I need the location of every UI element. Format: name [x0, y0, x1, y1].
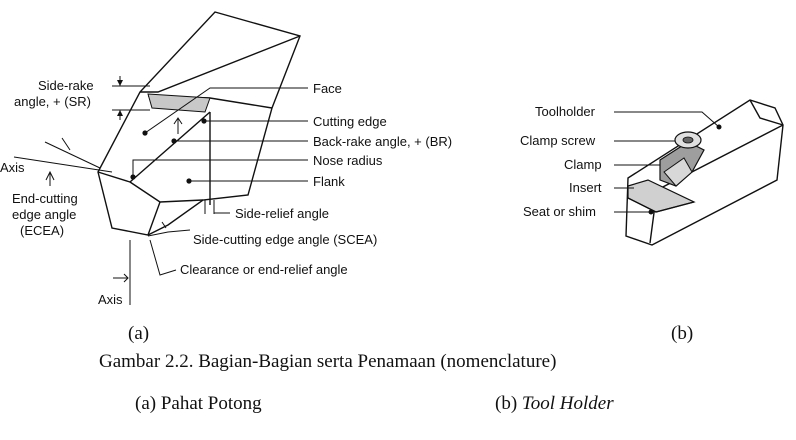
clamp-screw-socket	[682, 136, 694, 144]
end-cutting-label-1: End-cutting	[12, 191, 78, 206]
ecea-arrow	[45, 170, 55, 186]
side-relief-lines	[204, 200, 215, 214]
subcaption-b-italic: Tool Holder	[522, 393, 614, 414]
insert-shape	[627, 179, 696, 213]
clearance-leader	[149, 239, 177, 276]
clamp-label: Clamp	[564, 157, 602, 172]
clearance-label: Clearance or end-relief angle	[180, 262, 348, 277]
side-rake-label-2: angle, + (SR)	[14, 94, 91, 109]
axis-left-label: Axis	[0, 160, 25, 175]
panel-label-b: (b)	[671, 323, 693, 344]
scea-label: Side-cutting edge angle (SCEA)	[193, 232, 377, 247]
axis-bottom-label: Axis	[98, 292, 123, 307]
nose-radius-label: Nose radius	[313, 153, 383, 168]
figure-caption-title: Gambar 2.2. Bagian-Bagian serta Penamaan…	[99, 351, 556, 372]
seat-label: Seat or shim	[523, 204, 596, 219]
side-relief-label: Side-relief angle	[235, 206, 329, 221]
panel-label-a: (a)	[128, 323, 149, 344]
holder-outline	[625, 99, 784, 246]
back-rake-label: Back-rake angle, + (BR)	[313, 134, 452, 149]
subcaption-a: (a) Pahat Potong	[135, 393, 262, 414]
cutting-edge-label: Cutting edge	[313, 114, 387, 129]
tool-holder-diagram: Toolholder Clamp screw Clamp Insert Seat…	[520, 99, 784, 246]
axis-left-line	[13, 156, 113, 173]
end-cutting-label-3: (ECEA)	[20, 223, 64, 238]
cutting-edge-line	[97, 111, 211, 183]
toolholder-leader	[614, 111, 720, 128]
scea-leader	[147, 229, 191, 237]
holder-top-edge	[749, 99, 784, 126]
clamp-screw-label: Clamp screw	[520, 133, 596, 148]
tool-outline	[97, 11, 301, 236]
back-rake-arrow	[173, 117, 183, 134]
face-label: Face	[313, 81, 342, 96]
tool-top-edge	[140, 35, 301, 93]
side-rake-arrows	[117, 80, 123, 116]
flank-label: Flank	[313, 174, 345, 189]
insert-lower-edge	[627, 197, 695, 213]
flank-bottom-edge	[129, 181, 204, 203]
clamp-face	[663, 157, 693, 187]
end-cutting-label-2: edge angle	[12, 207, 76, 222]
clearance-arrow	[113, 273, 129, 283]
toolholder-label: Toolholder	[535, 104, 596, 119]
cutting-tool-diagram: Side-rake angle, + (SR) Axis End-cutting…	[0, 11, 452, 307]
scea-tick	[161, 221, 167, 229]
nose-edge	[147, 201, 161, 236]
insert-label: Insert	[569, 180, 602, 195]
side-rake-label-1: Side-rake	[38, 78, 94, 93]
subcaption-b: (b) Tool Holder	[495, 393, 614, 414]
subcaption-b-prefix: (b)	[495, 393, 522, 414]
face-leader	[144, 87, 308, 134]
ecea-line	[44, 141, 101, 169]
ecea-tick-top	[61, 137, 71, 151]
nose-radius-leader	[132, 159, 308, 177]
seat-dot	[648, 209, 654, 215]
